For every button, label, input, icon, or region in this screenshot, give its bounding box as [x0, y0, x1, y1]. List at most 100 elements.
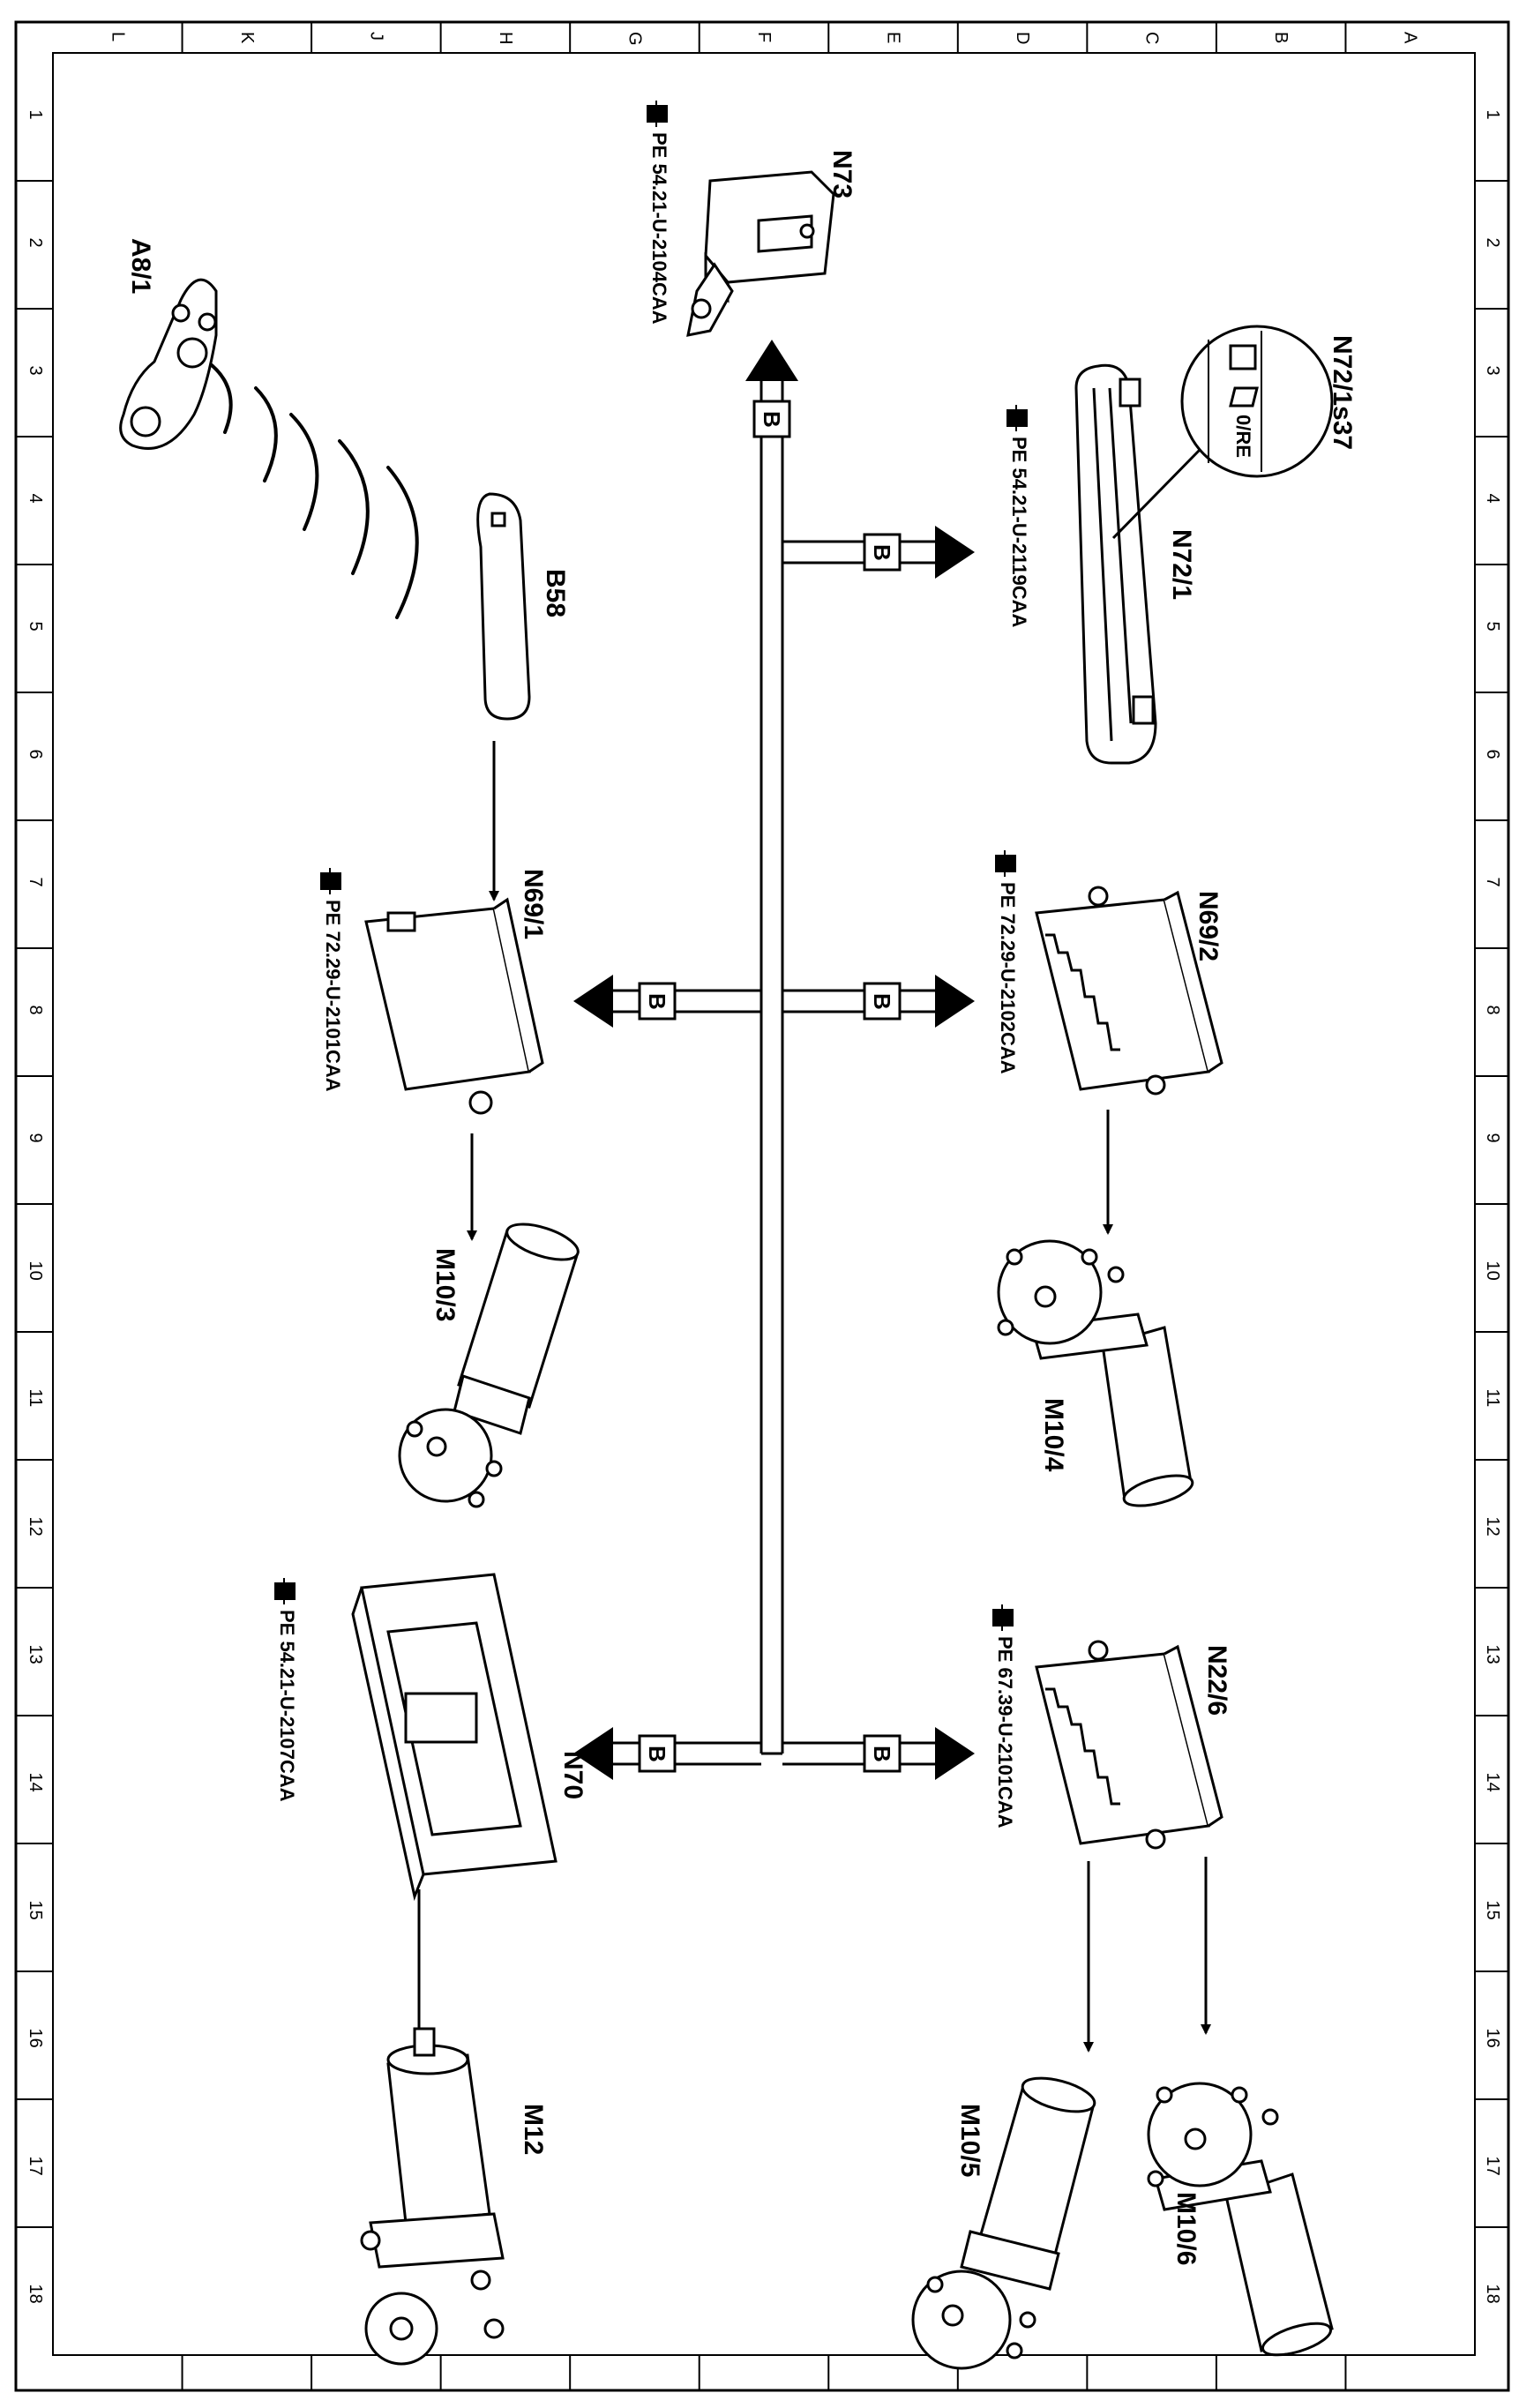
bus-label: B	[869, 1746, 895, 1762]
m10-5-motor-icon	[911, 2076, 1096, 2370]
zone-row-label-right: 5	[1483, 622, 1502, 632]
n72-1-control-panel-icon	[1074, 363, 1157, 765]
zone-column-label-top: C	[1142, 32, 1162, 44]
bus-label: B	[869, 544, 895, 561]
zone-row-label-left: 10	[26, 1261, 45, 1281]
zone-row-label-right: 12	[1483, 1517, 1502, 1537]
bus-label: B	[644, 993, 670, 1010]
m10-4-label: M10/4	[1039, 1398, 1068, 1472]
m10-6-label: M10/6	[1171, 2192, 1201, 2265]
n69-2-label: N69/2	[1194, 891, 1223, 961]
n22-6-pointing-hand-icon	[992, 1604, 1014, 1631]
zone-row-label-right: 9	[1483, 1133, 1502, 1143]
zone-row-label-left: 3	[26, 366, 45, 376]
zone-row-label-left: 14	[26, 1773, 45, 1792]
zone-column-label-top: L	[108, 32, 127, 41]
zone-column-label-top: H	[496, 32, 515, 44]
n69-1-label: N69/1	[519, 869, 548, 939]
zone-row-label-left: 6	[26, 750, 45, 759]
zone-row-label-left: 7	[26, 878, 45, 887]
zone-row-label-right: 13	[1483, 1645, 1502, 1664]
zone-row-label-right: 14	[1483, 1773, 1502, 1792]
zone-row-label-right: 11	[1483, 1389, 1502, 1408]
zone-row-label-right: 6	[1483, 750, 1502, 759]
n72-1s37-switch-text-group: 0/RE	[1232, 415, 1254, 458]
n70-label: N70	[558, 1751, 587, 1799]
bus-harness	[609, 379, 939, 1766]
m10-6-motor-icon	[1147, 2082, 1334, 2357]
zone-column-label-top: G	[625, 32, 644, 46]
m10-5-label: M10/5	[955, 2104, 984, 2177]
b58-door-handle-sensor-icon	[476, 492, 531, 721]
zone-row-label-right: 8	[1483, 1006, 1502, 1015]
n72-1s37-label: N72/1s37	[1328, 335, 1357, 450]
n69-2-pointing-hand-icon	[995, 850, 1016, 877]
bus-arrowheads	[573, 340, 975, 1780]
b58-label: B58	[541, 569, 570, 617]
zone-row-label-left: 15	[26, 1901, 45, 1920]
zone-row-label-right: 3	[1483, 366, 1502, 376]
n22-6-control-module-icon	[1035, 1640, 1223, 1850]
n72-1-label: N72/1	[1167, 529, 1196, 600]
zone-row-label-left: 12	[26, 1517, 45, 1537]
zone-row-label-right: 10	[1483, 1261, 1502, 1281]
bus-label-box	[863, 1734, 902, 1773]
zone-row-label-left: 2	[26, 238, 45, 248]
arrow-to-n22-6	[935, 1727, 975, 1780]
n70-reference-text: PE 54.21-U-2107CAA	[276, 1610, 298, 1802]
zone-row-label-left: 1	[26, 110, 45, 120]
bus-label-box	[638, 982, 677, 1021]
radio-signal-waves	[206, 360, 419, 619]
n73-ignition-switch-icon	[686, 170, 835, 337]
arrow-to-n69-2	[935, 975, 975, 1028]
zone-row-label-right: 16	[1483, 2029, 1502, 2048]
bus-label-box	[752, 400, 791, 438]
zone-row-label-left: 9	[26, 1133, 45, 1143]
m12-motor-icon	[360, 2027, 505, 2366]
n70-pointing-hand-icon	[274, 1578, 296, 1604]
zone-row-label-left: 13	[26, 1645, 45, 1664]
zone-row-label-left: 16	[26, 2029, 45, 2048]
zone-column-label-top: J	[366, 32, 385, 41]
zone-row-label-right: 15	[1483, 1901, 1502, 1920]
arrow-to-n70	[573, 1727, 613, 1780]
bus-label-box	[863, 982, 902, 1021]
arrow-to-n69-1	[573, 975, 613, 1028]
n22-6-label: N22/6	[1202, 1645, 1231, 1716]
m10-4-motor-icon	[997, 1239, 1194, 1507]
m12-label: M12	[519, 2104, 548, 2155]
n72-1s37-switch-text: 0/RE	[1232, 415, 1254, 458]
zone-row-label-left: 18	[26, 2285, 45, 2304]
zone-row-label-left: 5	[26, 622, 45, 632]
n69-1-pointing-hand-icon	[320, 868, 341, 894]
zone-row-label-left: 11	[26, 1389, 45, 1408]
bus-label: B	[869, 993, 895, 1010]
n70-overhead-control-panel-icon	[351, 1573, 557, 1902]
zone-row-label-left: 4	[26, 494, 45, 504]
zone-column-label-top: F	[754, 32, 774, 42]
arrow-up-to-n73	[745, 340, 798, 381]
zone-row-label-right: 2	[1483, 238, 1502, 248]
zone-column-label-top: K	[237, 32, 257, 44]
arrow-to-n72-1	[935, 526, 975, 579]
bus-label: B	[644, 1746, 670, 1762]
signal-arrows	[414, 741, 1211, 2053]
zone-row-label-right: 17	[1483, 2157, 1502, 2176]
zone-row-label-left: 8	[26, 1006, 45, 1015]
zone-row-label-right: 18	[1483, 2285, 1502, 2304]
n69-2-reference-text: PE 72.29-U-2102CAA	[997, 882, 1019, 1074]
zone-column-label-top: E	[884, 32, 903, 43]
n22-6-reference-text: PE 67.39-U-2101CAA	[994, 1636, 1016, 1828]
zone-column-label-top: D	[1013, 32, 1032, 44]
n73-reference-text: PE 54.21-U-2104CAA	[648, 132, 670, 325]
n69-1-reference-text: PE 72.29-U-2101CAA	[322, 900, 344, 1092]
m10-3-motor-icon	[398, 1223, 580, 1508]
n72-1-reference-text: PE 54.21-U-2119CAA	[1008, 437, 1030, 628]
n73-pointing-hand-icon	[647, 101, 668, 127]
zone-column-label-top: B	[1271, 32, 1291, 43]
n69-1-control-module-icon	[364, 897, 544, 1115]
